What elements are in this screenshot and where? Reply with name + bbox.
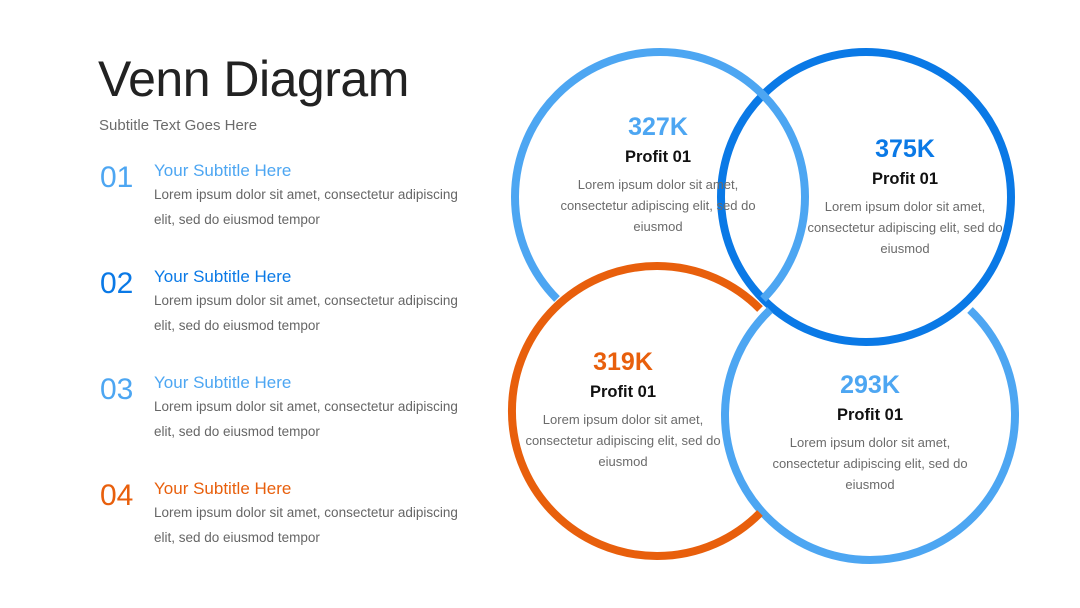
list-item-body: Lorem ipsum dolor sit amet, consectetur … (154, 505, 458, 545)
venn-circle-3-content: 319K Profit 01 Lorem ipsum dolor sit ame… (513, 347, 733, 472)
page-subtitle: Subtitle Text Goes Here (99, 117, 258, 134)
circle-label: Profit 01 (871, 170, 939, 188)
circle-value: 293K (840, 371, 900, 399)
venn-circle-1 (511, 47, 809, 302)
list-item-heading: Your Subtitle Here (154, 373, 292, 392)
venn-circle-4-content: 293K Profit 01 Lorem ipsum dolor sit ame… (760, 370, 980, 495)
list-item-heading: Your Subtitle Here (154, 267, 292, 286)
list-item-number: 01 (100, 161, 134, 194)
circle-label: Profit 01 (836, 406, 904, 424)
circle-description: Lorem ipsum dolor sit amet, consectetur … (772, 435, 968, 492)
venn-circle-2 (717, 48, 1015, 346)
circle-description: Lorem ipsum dolor sit amet, consectetur … (560, 177, 756, 234)
list-item-02: 02 Your Subtitle Here Lorem ipsum dolor … (100, 266, 480, 356)
list-item-number: 04 (100, 479, 134, 512)
list-item-body: Lorem ipsum dolor sit amet, consectetur … (154, 293, 458, 333)
list-item-03: 03 Your Subtitle Here Lorem ipsum dolor … (100, 372, 480, 462)
list-item-body: Lorem ipsum dolor sit amet, consectetur … (154, 187, 458, 227)
circle-value: 319K (593, 348, 653, 376)
list-item-01: 01 Your Subtitle Here Lorem ipsum dolor … (100, 160, 480, 250)
circle-description: Lorem ipsum dolor sit amet, consectetur … (807, 199, 1003, 256)
list-item-04: 04 Your Subtitle Here Lorem ipsum dolor … (100, 478, 480, 568)
circle-label: Profit 01 (589, 383, 657, 401)
circle-value: 327K (628, 113, 688, 141)
venn-circle-2-content: 375K Profit 01 Lorem ipsum dolor sit ame… (795, 134, 1015, 259)
venn-circle-1-content: 327K Profit 01 Lorem ipsum dolor sit ame… (548, 112, 768, 237)
list-item-body: Lorem ipsum dolor sit amet, consectetur … (154, 399, 458, 439)
venn-circle-4 (721, 307, 1019, 564)
page-title: Venn Diagram (98, 51, 409, 107)
list-item-heading: Your Subtitle Here (154, 161, 292, 180)
list-item-number: 02 (100, 267, 134, 300)
venn-circle-3 (508, 262, 763, 560)
circle-value: 375K (875, 135, 935, 163)
list-item-number: 03 (100, 373, 134, 406)
circle-description: Lorem ipsum dolor sit amet, consectetur … (525, 412, 721, 469)
list-item-heading: Your Subtitle Here (154, 479, 292, 498)
circle-label: Profit 01 (624, 148, 692, 166)
